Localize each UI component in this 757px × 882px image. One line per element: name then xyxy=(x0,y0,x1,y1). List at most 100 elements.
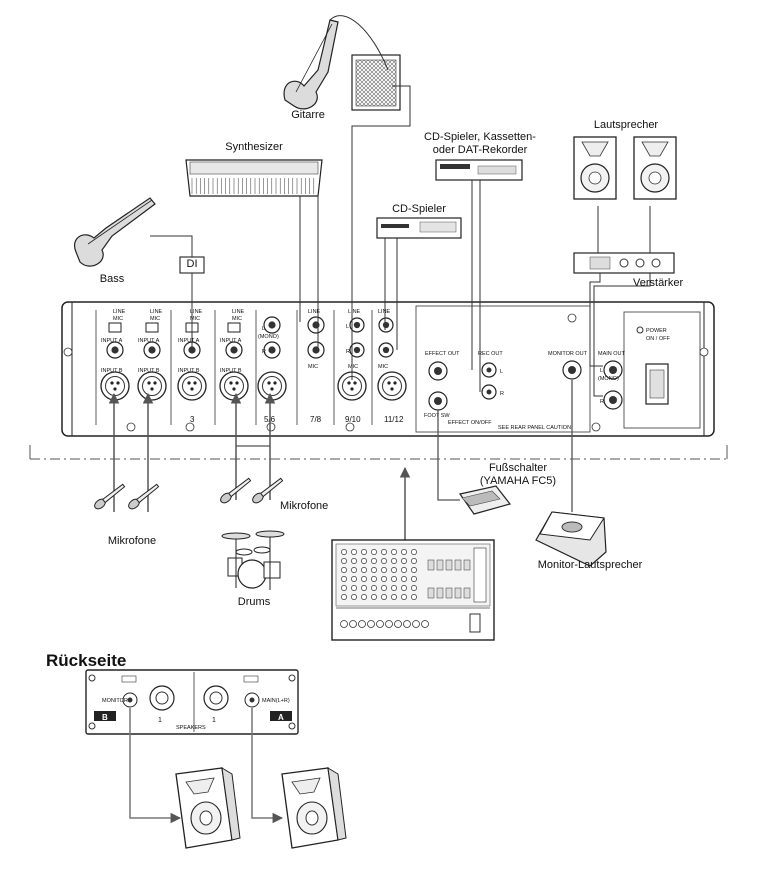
channel-knob xyxy=(401,567,407,573)
effect-button xyxy=(454,559,462,571)
foot-sw-jack xyxy=(428,391,448,411)
channel-number-label: 7/8 xyxy=(310,415,322,424)
channel-knob xyxy=(411,585,417,591)
cd-tape-dat-label-line2: oder DAT-Rekorder xyxy=(432,144,528,156)
channel-knob xyxy=(361,549,367,555)
mic-label: MIC xyxy=(232,316,242,322)
channel-knob xyxy=(381,549,387,555)
line-label: LINE xyxy=(150,309,163,315)
stereo-line-jack-7-8-r xyxy=(307,341,325,359)
line-r-label: R xyxy=(262,349,266,355)
channel-knob xyxy=(411,558,417,564)
line-l-label: L xyxy=(262,326,265,332)
di-box-label: DI xyxy=(186,258,198,270)
caution-label: SEE REAR PANEL CAUTION xyxy=(498,425,571,431)
microphone-icon xyxy=(252,477,284,504)
guitar-label: Gitarre xyxy=(291,109,325,121)
channel-knob xyxy=(371,558,377,564)
drums-label: Drums xyxy=(237,596,271,608)
effect-button xyxy=(445,559,453,571)
rec-out-label: REC OUT xyxy=(478,351,503,357)
mic-label-9-10: MIC xyxy=(348,364,358,370)
channel-knob xyxy=(371,585,377,591)
rca-jack-9-10-l xyxy=(349,317,365,333)
rca-jack-9-10-r xyxy=(349,342,365,358)
channel-number-label: 9/10 xyxy=(345,415,361,424)
channel-knob xyxy=(381,567,387,573)
microphones-left-label: Mikrofone xyxy=(107,535,157,547)
synthesizer-icon xyxy=(185,159,323,197)
channel-knob xyxy=(381,576,387,582)
channel-knob xyxy=(351,585,357,591)
speaker-right-icon xyxy=(633,136,677,200)
channel-knob xyxy=(401,558,407,564)
input-a-label: INPUT A xyxy=(220,338,242,344)
effect-button xyxy=(427,587,435,599)
effect-button xyxy=(436,587,444,599)
channel-knob xyxy=(371,576,377,582)
line-mic-switch xyxy=(145,322,159,333)
power-label: POWER xyxy=(646,328,667,334)
stereo-line-jack-r xyxy=(263,341,281,359)
channel-knob xyxy=(361,576,367,582)
channel-knob xyxy=(371,567,377,573)
channel-knob xyxy=(371,549,377,555)
rec-out-r-label: R xyxy=(500,391,504,397)
master-section xyxy=(473,547,487,603)
footswitch-label-line1: Fußschalter xyxy=(488,462,548,474)
channel-knob xyxy=(341,558,347,564)
effect-out-jack xyxy=(428,361,448,381)
effect-out-label: EFFECT OUT xyxy=(425,351,460,357)
front-jack xyxy=(358,620,366,628)
input-b-label: INPUT B xyxy=(101,368,123,374)
guitar-amp-icon xyxy=(351,54,401,111)
foot-sw-label: FOOT SW xyxy=(424,413,450,419)
channel-knob xyxy=(351,549,357,555)
channel-knob xyxy=(391,576,397,582)
channel-knob xyxy=(391,594,397,600)
microphone-icon xyxy=(220,477,252,504)
line-mic-switch xyxy=(227,322,241,333)
microphone-icon xyxy=(128,483,160,510)
line-label-9-10: LINE xyxy=(348,309,361,315)
channel-number-label: 3 xyxy=(190,415,195,424)
xlr-jack-11-12 xyxy=(377,371,407,401)
effect-button xyxy=(436,559,444,571)
line-label: LINE xyxy=(190,309,203,315)
front-jack xyxy=(385,620,393,628)
rca-r-label: R xyxy=(346,349,350,355)
mic-label: MIC xyxy=(150,316,160,322)
rca-jack-11-12-l xyxy=(378,317,394,333)
channel-knob xyxy=(401,585,407,591)
front-jack xyxy=(421,620,429,628)
monitor-label: MONITOR xyxy=(102,698,128,704)
speaker-jack-1-label: 1 xyxy=(212,717,216,724)
channel-knob xyxy=(361,558,367,564)
rear-section-heading: Rückseite xyxy=(46,651,127,670)
effect-button xyxy=(463,559,471,571)
stereo-line-jack-l xyxy=(263,316,281,334)
channel-knob xyxy=(361,585,367,591)
cd-player-label: CD-Spieler xyxy=(392,203,446,215)
main-out-label: MAIN OUT xyxy=(598,351,626,357)
line-label: LINE xyxy=(113,309,126,315)
amplifier-label: Verstärker xyxy=(633,277,684,289)
stereo-xlr-jack-5-6 xyxy=(257,371,287,401)
input-b-label: INPUT B xyxy=(138,368,160,374)
monitor-out-label: MONITOR OUT xyxy=(548,351,588,357)
channel-knob xyxy=(341,594,347,600)
input-a-jack xyxy=(106,341,124,359)
speakers-label: Lautsprecher xyxy=(593,119,659,131)
main-out-r-label: R xyxy=(600,399,604,405)
channel-knob xyxy=(371,594,377,600)
channel-knob xyxy=(391,549,397,555)
input-a-label: INPUT A xyxy=(101,338,123,344)
channel-knob xyxy=(381,558,387,564)
channel-knob xyxy=(391,567,397,573)
front-jack xyxy=(367,620,375,628)
line-label: LINE xyxy=(232,309,245,315)
speaker-jack-1-label: 1 xyxy=(158,717,162,724)
monitor-speaker-icon xyxy=(535,511,607,567)
microphones-mid-label: Mikrofone xyxy=(280,500,329,512)
